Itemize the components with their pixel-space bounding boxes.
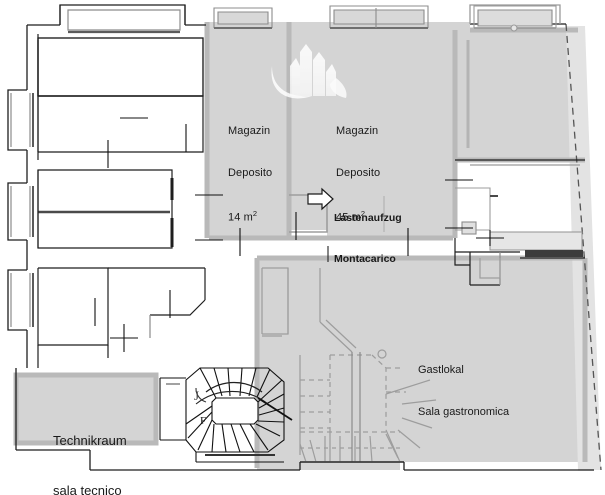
stair-marker-f: F xyxy=(200,415,207,427)
interior-walls-middle-left xyxy=(37,169,206,368)
gastlokal-details xyxy=(261,258,501,463)
spiral-staircase xyxy=(159,367,293,463)
building-logo-watermark xyxy=(271,44,347,99)
arrow-right-outline-icon xyxy=(307,187,334,211)
technikraum-fill xyxy=(16,375,156,443)
axis-tick-marks xyxy=(94,117,504,352)
stair-marker-j: J xyxy=(194,388,200,403)
interior-walls-right xyxy=(454,159,585,286)
interior-walls-upper-left xyxy=(10,5,204,327)
gastlokal-fill xyxy=(257,258,585,470)
magazin-details xyxy=(213,5,583,251)
